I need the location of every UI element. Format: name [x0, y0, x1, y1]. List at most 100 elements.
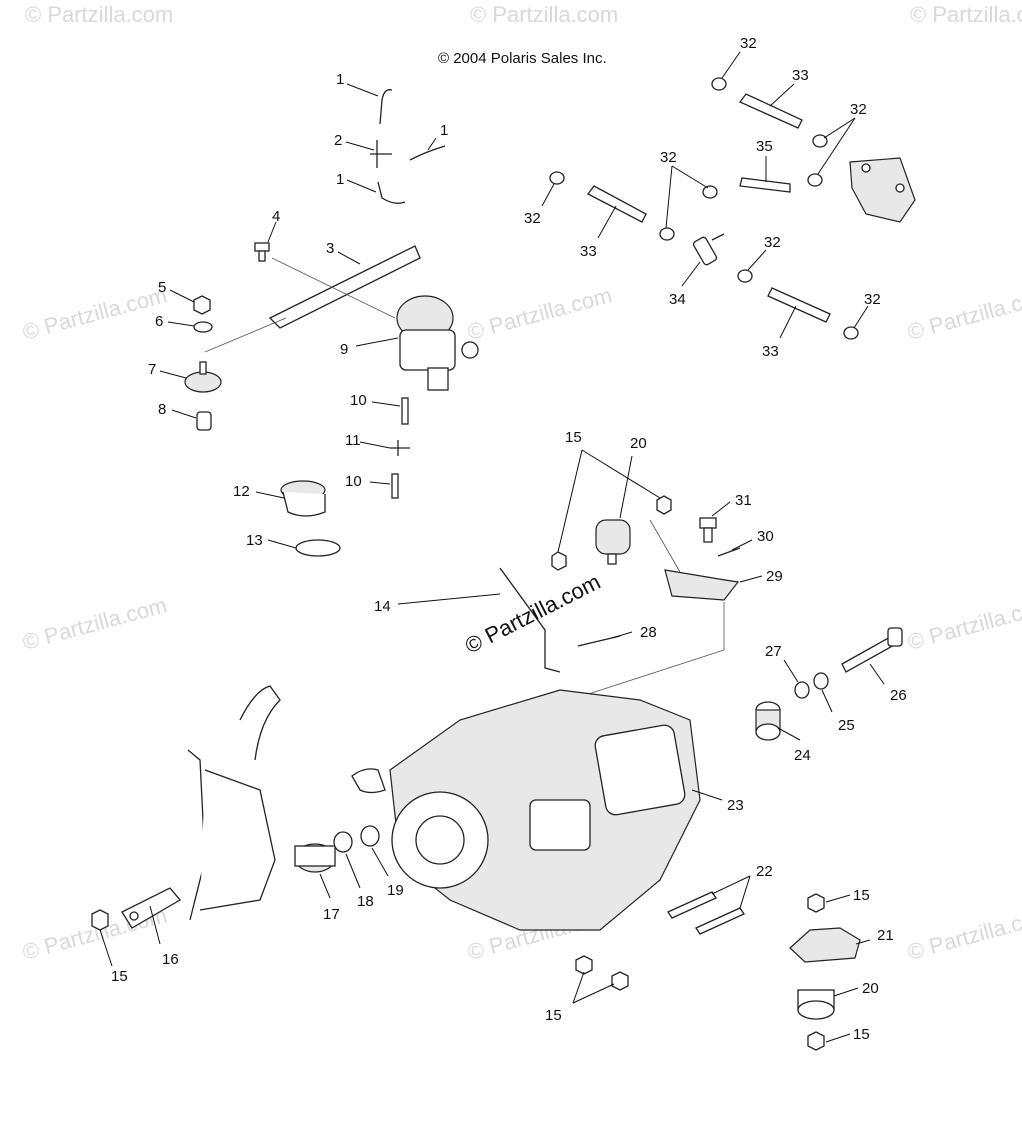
callout-label: 15: [853, 887, 870, 904]
callout-label: 33: [792, 67, 809, 84]
copyright-notice: © 2004 Polaris Sales Inc.: [438, 50, 607, 67]
watermark-tile: © Partzilla.com: [25, 2, 173, 27]
part-bolt: [667, 891, 717, 919]
part-cotter-pin: [717, 547, 741, 557]
part-bolt: [699, 517, 717, 529]
callout-label: 15: [853, 1026, 870, 1043]
part-leader-dash: [271, 257, 396, 319]
part-carburetor: [396, 295, 479, 391]
callout-label: 15: [565, 429, 582, 446]
callout-label: 9: [340, 341, 348, 358]
part-washer: [360, 825, 380, 847]
part-vent-hose-top: [379, 89, 393, 125]
part-coolant-hose-short: [739, 177, 791, 193]
callout-label: 32: [864, 291, 881, 308]
callout-label: 8: [158, 401, 166, 418]
callout-label: 6: [155, 313, 163, 330]
part-shift-rod: [499, 567, 561, 673]
part-leader-dash: [204, 317, 287, 353]
watermark-tile: © Partzilla.com: [470, 2, 618, 27]
watermark-tile: © Partzilla.com: [20, 282, 170, 345]
callout-label: 25: [838, 717, 855, 734]
callout-label: 27: [765, 643, 782, 660]
callouts-layer: 1 1 1 2 3 4 5 6 7 8 9 10 10 11 12 13 14 …: [99, 35, 907, 1043]
callout-label: 17: [323, 906, 340, 923]
callout-label: 11: [345, 432, 361, 449]
callout-label: 10: [350, 392, 367, 409]
part-bushing: [196, 411, 212, 431]
callout-label: 14: [374, 598, 391, 615]
part-washer: [794, 681, 810, 699]
watermark-tile: © Partzilla.com: [905, 592, 1022, 655]
part-support-bracket: [268, 245, 421, 329]
callout-label: 13: [246, 532, 263, 549]
part-coolant-hose: [767, 287, 831, 323]
callout-label: 3: [326, 240, 334, 257]
callout-label: 32: [764, 234, 781, 251]
part-washer: [813, 672, 829, 690]
part-nut: [611, 971, 629, 991]
watermark-tile: © Partzilla.com: [905, 902, 1022, 965]
callout-label: 15: [545, 1007, 562, 1024]
part-hose-clamp: [549, 171, 565, 185]
part-intake-boot: [280, 480, 326, 517]
part-washer: [193, 321, 213, 333]
part-engine-mount-rubber: [797, 989, 835, 1020]
part-rubber-mount: [184, 371, 222, 393]
part-fuel-hose-lower: [391, 473, 399, 499]
part-vent-hose-lower: [377, 181, 406, 204]
callout-label: 21: [877, 927, 894, 944]
part-nut: [575, 955, 593, 975]
callout-label: 18: [357, 893, 374, 910]
callout-label: 1: [336, 71, 344, 88]
callout-label: 12: [233, 483, 250, 500]
part-washer: [333, 831, 353, 853]
part-engine-assembly: [351, 689, 701, 931]
part-hose-fitting: [692, 233, 725, 266]
part-nut: [91, 909, 109, 931]
part-nut: [551, 551, 567, 571]
callout-label: 32: [660, 149, 677, 166]
part-bolt: [695, 907, 745, 935]
callout-label: 28: [640, 624, 657, 641]
callout-label: 22: [756, 863, 773, 880]
part-rubber-mount-stud: [199, 361, 207, 375]
part-mount-bracket: [664, 569, 740, 601]
part-coolant-hose: [738, 93, 803, 129]
callout-label: 19: [387, 882, 404, 899]
callout-label: 5: [158, 279, 166, 296]
part-coolant-hose: [587, 185, 647, 223]
part-nut: [656, 495, 672, 515]
callout-label: 33: [762, 343, 779, 360]
callout-label: 10: [345, 473, 362, 490]
callout-label: 1: [440, 122, 448, 139]
part-mount-bracket: [789, 927, 861, 963]
callout-label: 20: [630, 435, 647, 452]
callout-label: 20: [862, 980, 879, 997]
callout-label: 32: [850, 101, 867, 118]
callout-label: 35: [756, 138, 773, 155]
watermark-tile: © Partzilla.com: [910, 2, 1022, 27]
watermark-tile: © Partzilla.com: [20, 592, 170, 655]
parts-layer: [91, 77, 916, 1051]
callout-label: 24: [794, 747, 811, 764]
callout-label: 26: [890, 687, 907, 704]
part-hose-clamp: [295, 539, 341, 557]
part-through-bolt: [841, 627, 903, 673]
callout-label: 34: [669, 291, 686, 308]
callout-label: 7: [148, 361, 156, 378]
part-nut: [193, 295, 211, 315]
part-vent-hose-right: [409, 145, 446, 161]
part-hose-clamp: [812, 134, 828, 148]
callout-label: 33: [580, 243, 597, 260]
callout-label: 15: [111, 968, 128, 985]
part-hose-clamp: [843, 326, 859, 340]
callout-label: 32: [740, 35, 757, 52]
callout-label: 2: [334, 132, 342, 149]
part-engine-mount-rubber: [595, 519, 631, 555]
watermark-tile: © Partzilla.com: [905, 282, 1022, 345]
part-fuel-hose-upper: [401, 397, 409, 425]
part-hose-clamp: [807, 173, 823, 187]
part-frame-section: [187, 685, 281, 921]
